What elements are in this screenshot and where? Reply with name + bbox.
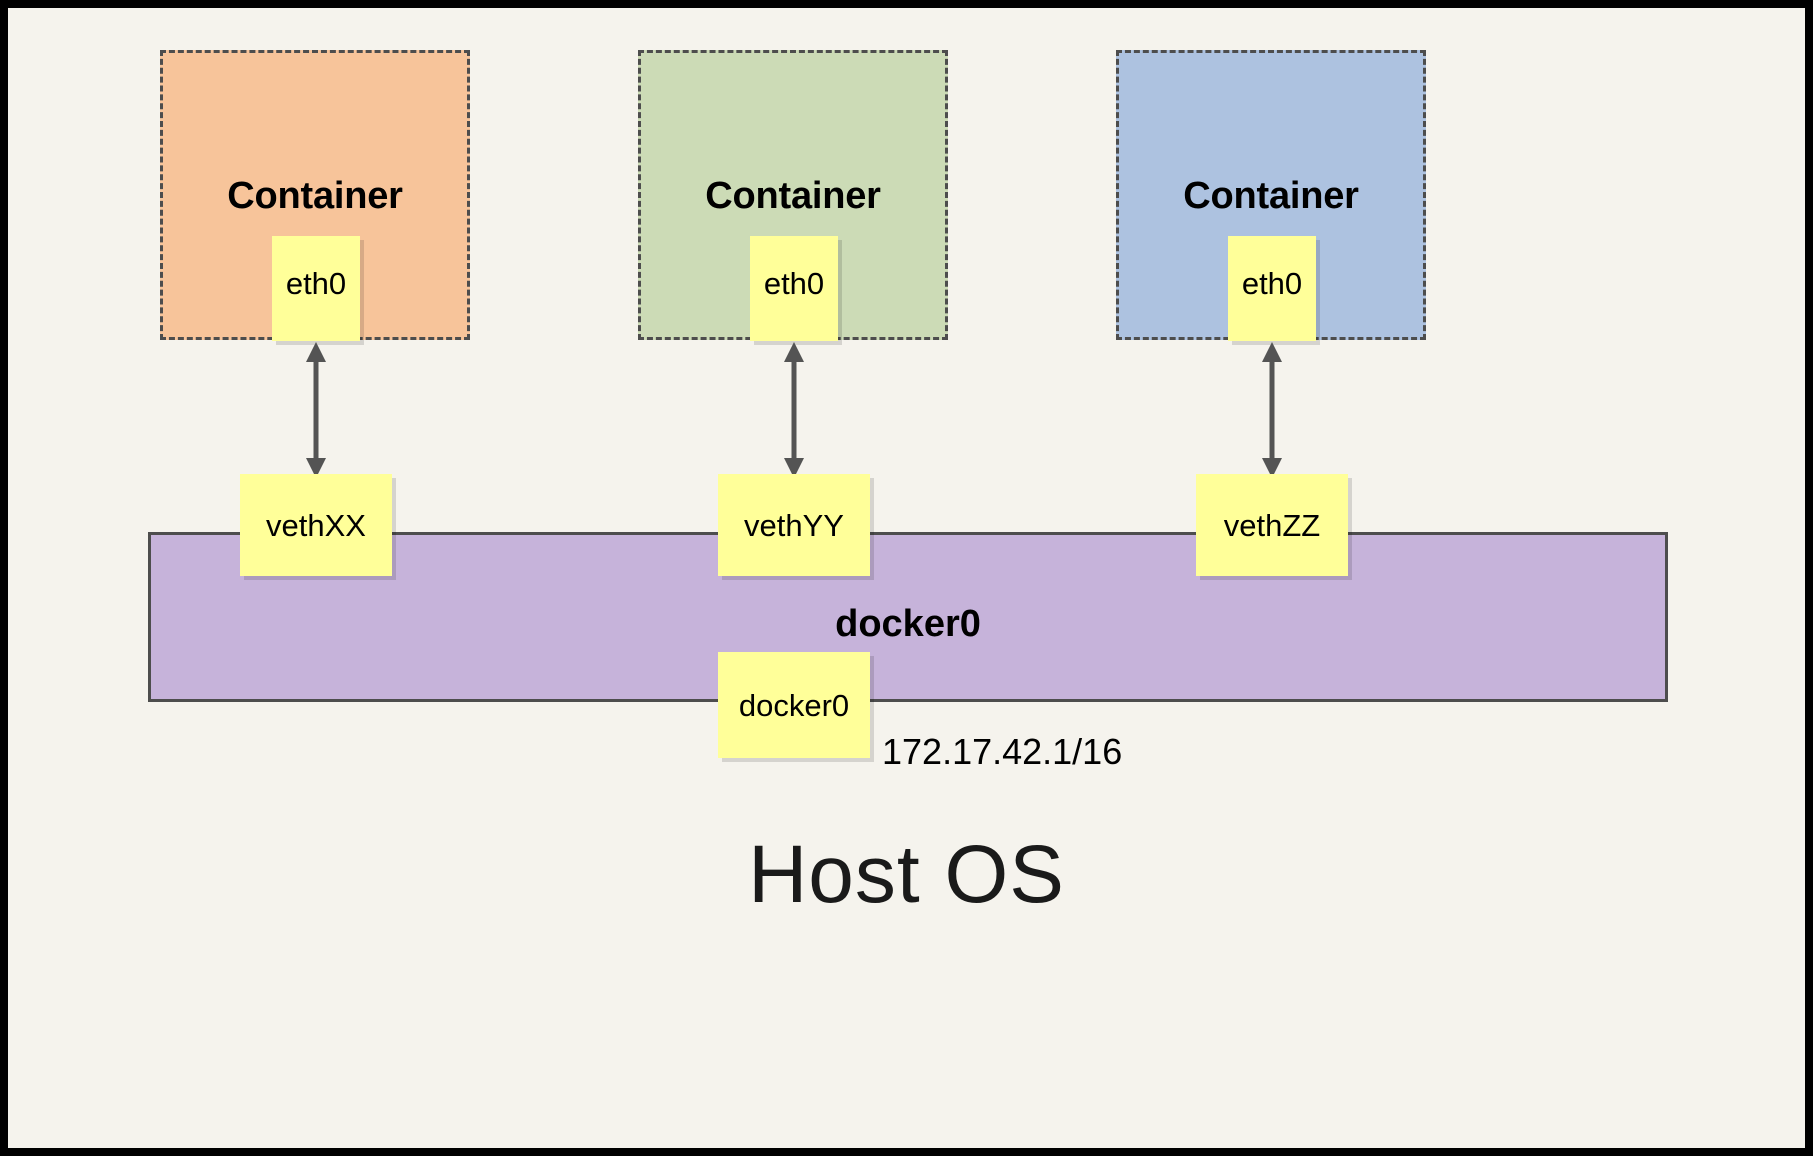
veth-link-arrow-3: [1262, 342, 1282, 478]
container-interface-eth0-2: eth0: [750, 236, 838, 341]
docker0-ip-address: 172.17.42.1/16: [882, 731, 1123, 772]
docker0-interface-label: docker0: [738, 687, 850, 723]
container-title-2: Container: [705, 175, 881, 217]
veth-link-arrow-1: [306, 342, 326, 478]
docker0-bridge-label: docker0: [835, 603, 981, 645]
container-interface-eth0-1: eth0: [272, 236, 360, 341]
docker0-bridge-bar: docker0: [148, 532, 1668, 702]
veth-box-1: vethXX: [240, 474, 392, 576]
veth-box-3: vethZZ: [1196, 474, 1348, 576]
container-title-3: Container: [1183, 175, 1359, 217]
container-interface-eth0-3: eth0: [1228, 236, 1316, 341]
veth-label-1: vethXX: [266, 507, 366, 543]
container-interface-label-3: eth0: [1241, 266, 1303, 301]
veth-label-2: vethYY: [744, 507, 844, 543]
veth-link-arrow-2: [784, 342, 804, 478]
container-interface-label-2: eth0: [763, 266, 825, 301]
veth-box-2: vethYY: [718, 474, 870, 576]
veth-label-3: vethZZ: [1223, 507, 1321, 543]
diagram-stage: Container eth0 Container eth0 Container …: [8, 8, 1805, 1148]
container-interface-label-1: eth0: [285, 266, 347, 301]
host-os-label: Host OS: [748, 829, 1065, 920]
docker0-interface-box: docker0: [718, 652, 870, 758]
container-title-1: Container: [227, 175, 403, 217]
